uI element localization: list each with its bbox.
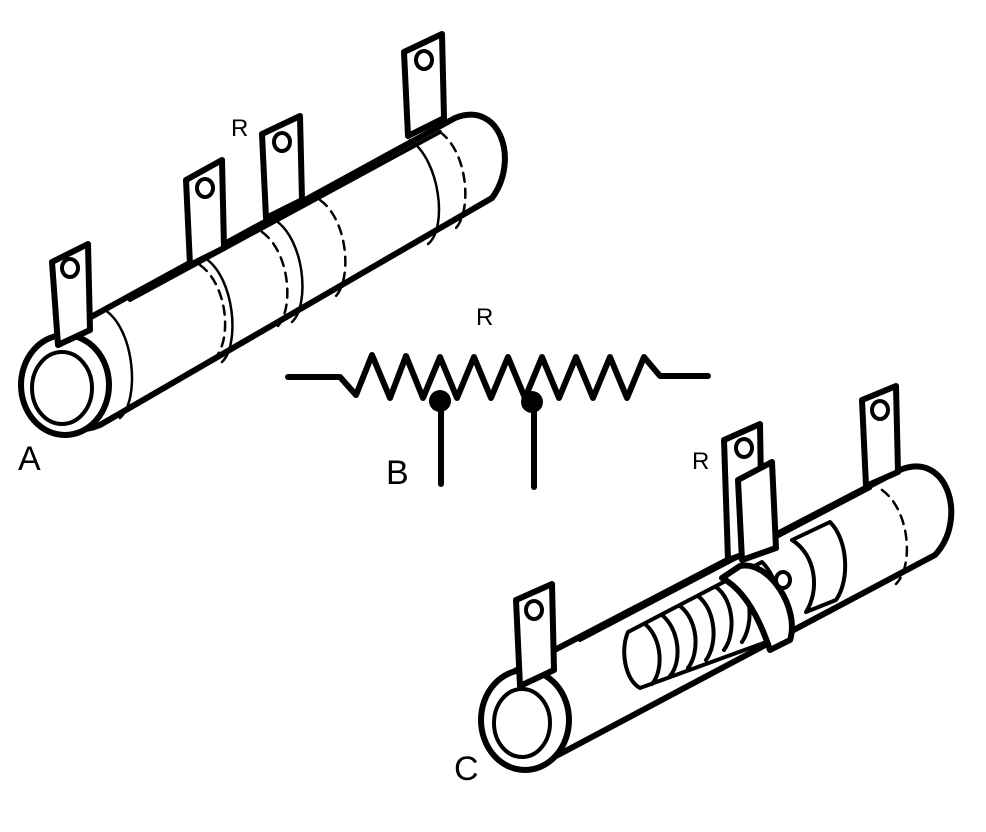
label-a: A: [18, 440, 41, 478]
resistor-a-band-3: [273, 218, 304, 324]
resistor-c-terminal-slider: [721, 421, 779, 563]
resistor-a-band-2: [203, 256, 234, 364]
resistor-a-band-1: [103, 308, 134, 420]
resistor-c-terminal-2: [859, 383, 901, 489]
schematic-b: [285, 352, 711, 490]
resistor-a-dash-1: [198, 263, 227, 360]
resistor-c-rivet: [774, 570, 792, 590]
resistor-a-dash-2: [260, 230, 289, 328]
resistor-c-terminal-1: [513, 581, 557, 689]
resistor-c: [478, 383, 955, 773]
resistor-a-dash-3: [318, 198, 347, 298]
schematic-node-1: [429, 390, 451, 412]
label-c: C: [454, 750, 479, 788]
label-r-b: R: [476, 304, 494, 331]
resistor-a-band-4: [408, 138, 441, 246]
resistor-c-highlight: [578, 486, 872, 642]
resistor-a-terminal-1: [49, 241, 93, 348]
resistor-a-terminal-2: [183, 157, 227, 268]
schematic-node-2: [521, 391, 543, 413]
schematic-zigzag: [285, 352, 711, 401]
resistor-a-bore: [30, 350, 94, 426]
resistor-c-slider-band: [719, 562, 795, 653]
resistor-c-rear-winding: [790, 520, 848, 614]
resistor-a-terminal-4: [401, 31, 447, 139]
resistor-a-dash-4: [438, 130, 467, 230]
resistor-c-dash: [880, 488, 909, 586]
label-b: B: [386, 454, 409, 492]
resistor-a-terminal-3: [259, 113, 305, 221]
resistor-a-highlight: [128, 130, 442, 302]
resistor-a: [18, 31, 508, 438]
resistor-c-bore: [492, 687, 552, 759]
label-r-c: R: [692, 448, 710, 475]
label-r-a: R: [231, 115, 249, 142]
